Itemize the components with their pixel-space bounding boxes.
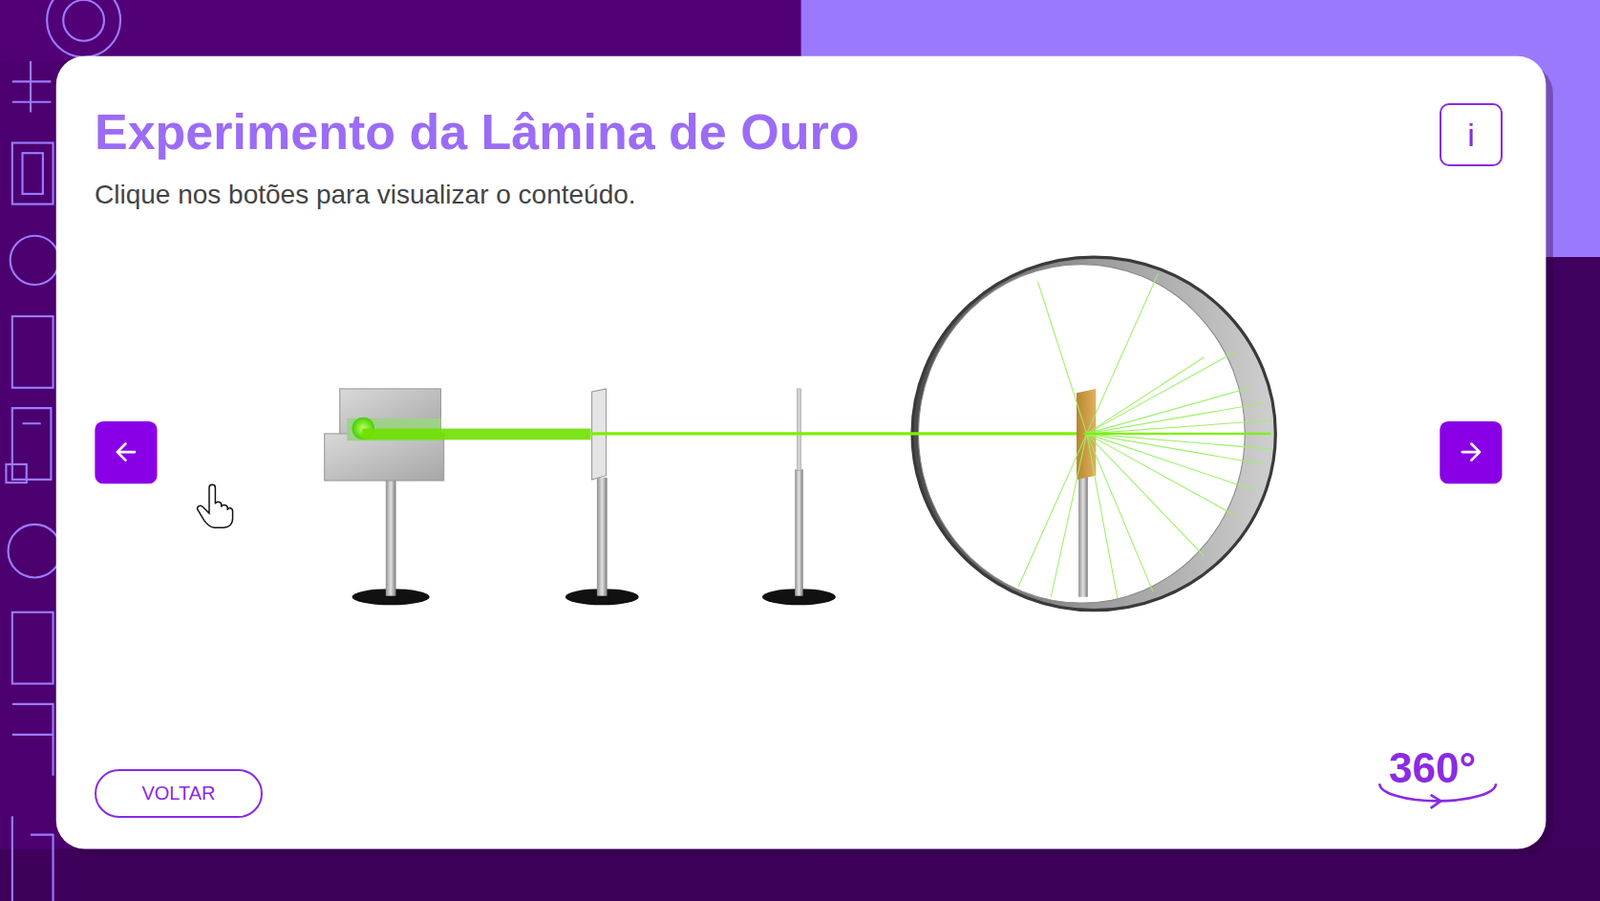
instruction-text: Clique nos botões para visualizar o cont… xyxy=(94,181,637,209)
back-button: VOLTAR xyxy=(94,768,263,818)
foil-stand-pole xyxy=(1078,474,1088,598)
content-card xyxy=(56,56,1547,850)
rotate-360-label: 360° xyxy=(1388,746,1476,790)
source-stand-pole xyxy=(385,477,397,597)
top-band xyxy=(0,0,802,62)
rotate-arrowhead xyxy=(1430,794,1442,809)
info-button: i xyxy=(1439,103,1503,167)
straight-through-beam xyxy=(1083,432,1270,435)
prev-arrow-icon xyxy=(117,444,135,461)
page-title: Experimento da Lâmina de Ouro xyxy=(94,105,859,160)
button-label: i xyxy=(1467,116,1475,154)
scatter-rays xyxy=(1018,273,1273,598)
bottom-band xyxy=(0,849,1600,901)
prev-button xyxy=(94,421,157,484)
hand-cursor xyxy=(197,484,234,528)
next-button xyxy=(1439,421,1502,484)
alpha-beam-thin xyxy=(591,431,1085,435)
plate-stand-pole xyxy=(597,477,608,597)
next-arrow-icon xyxy=(1462,444,1480,461)
slit-plate xyxy=(796,388,801,470)
button-label: VOLTAR xyxy=(141,782,215,805)
alpha-beam xyxy=(362,428,591,441)
slit-stand-pole xyxy=(794,469,804,596)
